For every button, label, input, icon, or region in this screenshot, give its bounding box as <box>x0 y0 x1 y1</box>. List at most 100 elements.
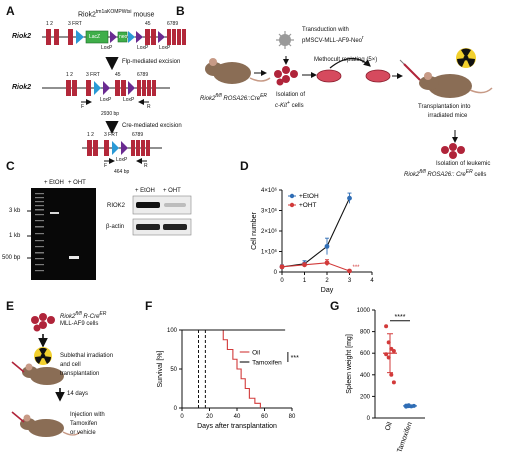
construct-1 <box>42 29 186 45</box>
panel-label-f: F <box>145 299 153 313</box>
g-data-point <box>384 352 389 357</box>
injection-line-2: Tamoxifen <box>70 421 98 427</box>
g-data-point <box>386 340 391 345</box>
panel-label-c: C <box>6 159 15 173</box>
d-x-axis-label: Day <box>321 287 334 294</box>
d-data-point <box>347 195 352 201</box>
e-genotype: Riok2fl/fl R-CreER <box>60 311 107 321</box>
d-y-tick-label: 0 <box>274 270 278 276</box>
e-line-2: MLL-AF9 cells <box>60 321 99 327</box>
exon-label-6789-1: 6789 <box>167 21 179 27</box>
injection-line-3: or vehicle <box>70 430 96 436</box>
marker-1kb: 1 kb <box>9 233 21 239</box>
d-x-tick-label: 4 <box>370 278 374 284</box>
transplant-line-2: irradiated mice <box>428 113 468 119</box>
f-x-axis-label: Days after transplantation <box>197 423 277 430</box>
exon-label-12-3: 1 2 <box>87 132 94 138</box>
gel-lane-oht: + OHT <box>68 180 86 186</box>
loxp-label-2: LoxP <box>137 45 149 51</box>
f-y-tick-label: 0 <box>174 406 178 412</box>
g-data-point <box>389 372 394 377</box>
days-label: 14 days <box>67 391 89 397</box>
g-data-point <box>384 324 389 329</box>
vector-label: pMSCV-MLL-AF9-Neor <box>302 35 364 45</box>
d-data-point <box>279 264 285 270</box>
f-y-axis-label: Survival [%] <box>157 350 164 387</box>
loxp-label-4: LoxP <box>100 97 112 103</box>
d-y-tick-label: 2×10⁶ <box>261 228 278 235</box>
exon-label-12-2: 1 2 <box>66 72 73 78</box>
primer-f-1: F <box>81 104 85 110</box>
panel-b-schematic <box>205 31 493 159</box>
transduction-label: Transduction with <box>302 27 349 33</box>
frt-label-3: 3 FRT <box>104 132 118 138</box>
neo-label: neo <box>119 34 128 40</box>
gel-lane-etoh: + EtOH <box>44 180 64 186</box>
construct-2 <box>42 80 170 105</box>
d-y-tick-label: 1×10⁶ <box>261 249 278 256</box>
d-legend-marker <box>289 193 295 199</box>
lacz-label: LacZ <box>89 34 101 40</box>
g-category-label: Tamoxifen <box>396 421 414 453</box>
d-data-point <box>347 268 352 274</box>
construct-3 <box>82 140 162 164</box>
d-legend-marker <box>289 202 295 208</box>
bp-2930-label: 2930 bp <box>101 111 120 117</box>
d-x-tick-label: 3 <box>348 278 352 284</box>
g-y-tick-label: 200 <box>360 394 371 400</box>
primer-r-1: R <box>147 104 151 110</box>
g-y-tick-label: 800 <box>360 330 371 336</box>
panel-label-b: B <box>176 4 185 18</box>
g-data-point <box>411 403 416 408</box>
f-x-tick-label: 60 <box>261 414 268 420</box>
g-y-tick-label: 0 <box>367 416 371 422</box>
d-x-tick-label: 2 <box>325 278 329 284</box>
cre-step-label: Cre-mediated excision <box>122 123 182 129</box>
exon-label-6789-3: 6789 <box>132 132 144 138</box>
d-data-point <box>324 260 330 266</box>
d-x-tick-label: 1 <box>303 278 307 284</box>
d-x-tick-label: 0 <box>280 278 284 284</box>
f-x-tick-label: 20 <box>206 414 213 420</box>
exon-label-45-2: 45 <box>115 72 121 78</box>
primer-r-2: R <box>144 163 148 169</box>
exon-label-45-1: 45 <box>145 21 151 27</box>
d-y-tick-label: 4×10⁶ <box>261 187 278 194</box>
d-y-axis-label: Cell number <box>251 211 258 249</box>
g-data-point <box>386 355 391 360</box>
gene-label-2: Riok2 <box>12 84 32 91</box>
loxp-label-3: LoxP <box>159 45 171 51</box>
irradiation-line-1: Sublethal irradiation <box>60 353 114 359</box>
panel-label-a: A <box>6 4 15 18</box>
bp-464-label: 464 bp <box>114 169 130 175</box>
transplant-line-1: Transplantation into <box>418 104 471 110</box>
g-data-point <box>391 380 396 385</box>
methocult-label: Methocult replating (5×) <box>314 57 378 63</box>
isolation-line-1: Isolation of <box>276 92 306 98</box>
frt-label-1: 3 FRT <box>68 21 82 27</box>
irradiation-line-2: and cell <box>60 362 81 368</box>
actin-label: β-actin <box>106 224 125 230</box>
g-y-axis-label: Spleen weight [mg] <box>346 334 353 394</box>
panel-label-d: D <box>240 159 249 173</box>
isolation-line-2: c-Kit+ cells <box>275 100 304 110</box>
f-y-tick-label: 50 <box>170 367 177 373</box>
riok2-label: RIOK2 <box>107 203 126 209</box>
loxp-label-6: LoxP <box>116 157 128 163</box>
western-blot <box>132 195 192 236</box>
loxp-label-1: LoxP <box>101 45 113 51</box>
g-significance: **** <box>395 314 406 321</box>
d-data-point <box>302 262 307 268</box>
irradiation-line-3: transplantation <box>60 371 100 377</box>
f-x-tick-label: 0 <box>180 414 184 420</box>
f-y-tick-label: 100 <box>167 328 178 334</box>
mouse-title: Riok2tm1aKOMPWtsi mouse <box>78 9 155 19</box>
d-y-tick-label: 3×10⁶ <box>261 208 278 215</box>
g-category-label: Oil <box>384 421 394 432</box>
g-y-tick-label: 1000 <box>357 308 371 314</box>
g-data-point <box>391 349 396 354</box>
